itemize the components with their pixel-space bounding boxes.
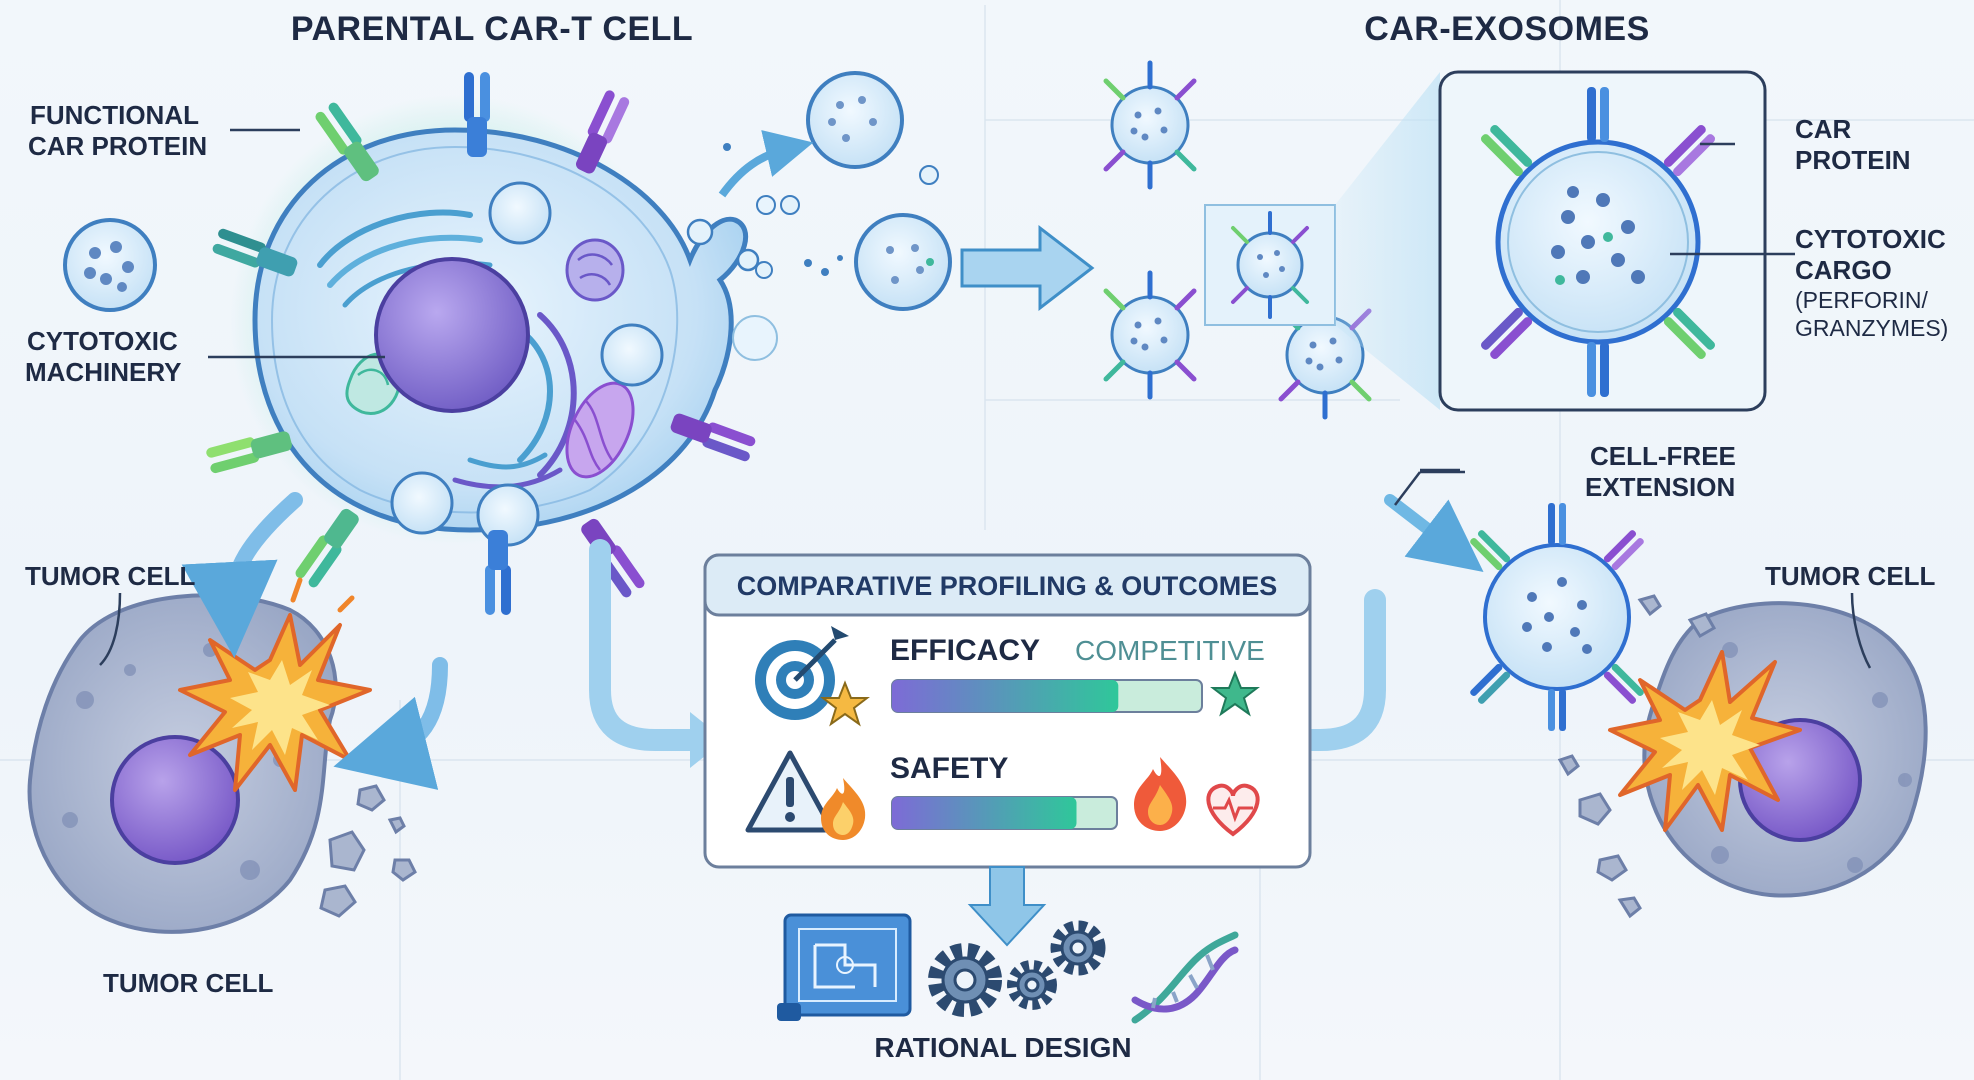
dna-icon (1131, 931, 1239, 1024)
label-cytotoxic-cargo-2: CARGO (1795, 255, 1892, 285)
comparative-panel: COMPARATIVE PROFILING & OUTCOMES EFFICAC… (703, 553, 1312, 869)
title-parental-car-t-cell: PARENTAL CAR-T CELL (291, 10, 693, 48)
star-icon (820, 680, 870, 727)
release-arrow (718, 130, 814, 198)
label-cell-free-extension-2: EXTENSION (1585, 472, 1735, 502)
arrow-exosome-to-tumor (1384, 494, 1484, 572)
efficacy-label: EFFICACY (890, 634, 1040, 667)
arrow-exosome-to-panel (1279, 589, 1386, 751)
nucleus (374, 257, 530, 413)
blueprint-icon (777, 913, 912, 1021)
car-exosome-detail (1480, 87, 1716, 397)
tumor-debris (1557, 594, 1717, 919)
label-cytotoxic-cargo-4: GRANZYMES) (1795, 315, 1948, 341)
target-icon (755, 626, 849, 720)
label-functional-car-protein-2: CAR PROTEIN (28, 131, 207, 161)
label-cytotoxic-cargo-1: CYTOTOXIC (1795, 224, 1946, 254)
flame-icon (1134, 757, 1187, 831)
arrow-to-exosomes (960, 224, 1095, 312)
label-cytotoxic-machinery-1: CYTOTOXIC (27, 326, 178, 356)
label-car-protein-1: CAR (1795, 114, 1852, 144)
title-car-exosomes: CAR-EXOSOMES (1364, 10, 1650, 48)
cytotoxic-granule-legend (63, 218, 157, 312)
label-functional-car-protein-1: FUNCTIONAL (30, 100, 199, 130)
label-rational-design: RATIONAL DESIGN (874, 1032, 1131, 1063)
label-cell-free-extension-1: CELL-FREE (1590, 441, 1736, 471)
zoom-wedge (1335, 72, 1440, 410)
label-tumor-cell-left-top: TUMOR CELL (25, 561, 196, 591)
efficacy-bar-fill (892, 680, 1119, 712)
flame-icon (821, 778, 866, 840)
tumor-nucleus (110, 735, 240, 865)
panel-title: COMPARATIVE PROFILING & OUTCOMES (737, 571, 1278, 601)
star-icon (1210, 670, 1260, 717)
released-exosomes (723, 71, 1033, 311)
tumor-debris (319, 784, 417, 918)
budding-vesicles (686, 165, 939, 361)
arrow-cart-to-panel (589, 539, 711, 751)
safety-label: SAFETY (890, 752, 1008, 785)
car-exosome (1103, 270, 1197, 400)
warning-icon (745, 750, 835, 833)
label-tumor-cell-right: TUMOR CELL (1765, 561, 1936, 591)
efficacy-note: COMPETITIVE (1075, 635, 1265, 666)
label-tumor-cell-left-bottom: TUMOR CELL (103, 968, 274, 998)
car-receptors (206, 72, 756, 615)
arrow-panel-to-design (967, 866, 1047, 947)
car-exosome-cluster (1103, 60, 1440, 420)
car-exosome-attacking (1470, 503, 1644, 731)
car-exosome (1231, 211, 1309, 319)
explosion-right (1608, 650, 1802, 832)
car-exosome (1103, 60, 1197, 190)
leader-lines (99, 128, 1872, 669)
car-t-cell (206, 72, 939, 615)
gears-icon (928, 920, 1106, 1017)
arrow-cart-to-tumor-1 (181, 492, 303, 658)
arrow-cart-to-tumor-2 (333, 657, 448, 790)
heart-pulse-icon (1206, 783, 1260, 837)
explosion-left (178, 577, 372, 792)
label-car-protein-2: PROTEIN (1795, 145, 1911, 175)
safety-bar-fill (892, 797, 1077, 829)
label-cytotoxic-cargo-3: (PERFORIN/ (1795, 287, 1929, 313)
label-cytotoxic-machinery-2: MACHINERY (25, 357, 181, 387)
